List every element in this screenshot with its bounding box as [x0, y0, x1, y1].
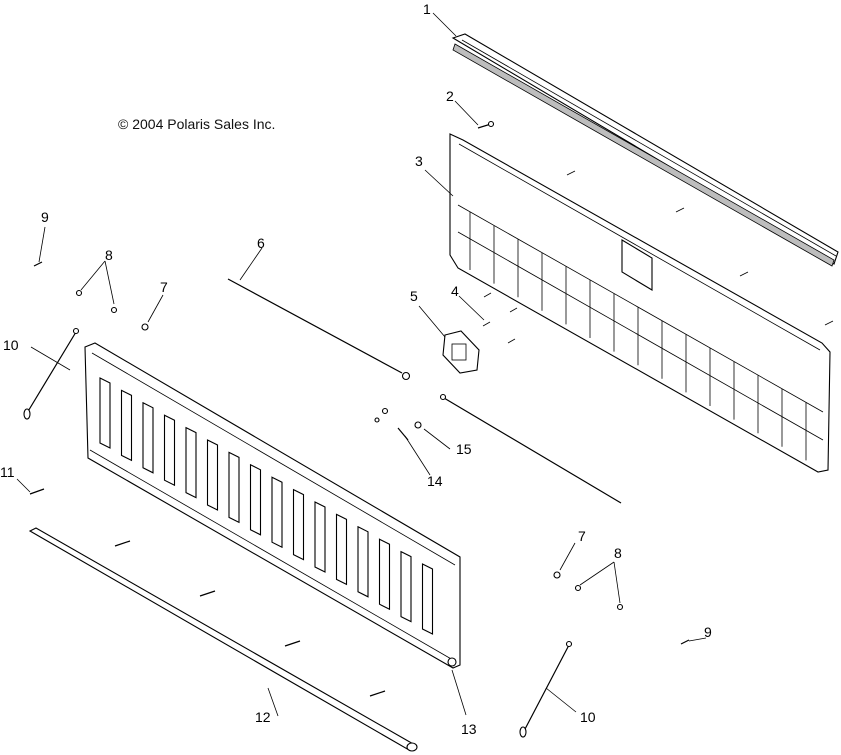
callout-15: 15: [456, 441, 472, 457]
tailgate-slot: [120, 389, 133, 462]
part-tailgate-panel: [84, 342, 461, 669]
tailgate-slot: [142, 401, 154, 474]
callout-12: 12: [255, 709, 271, 725]
tailgate-slot: [421, 563, 434, 635]
tailgate-slot: [185, 426, 197, 499]
callout-10a: 10: [3, 337, 19, 353]
tailgate-slot: [292, 488, 305, 561]
callout-9a: 9: [41, 209, 49, 225]
leader-lines: [16, 12, 707, 717]
callout-7b: 7: [578, 528, 586, 544]
callout-14: 14: [427, 473, 443, 489]
part-6-rod: [227, 278, 411, 381]
part-5-latch: [442, 330, 480, 374]
callout-5: 5: [410, 288, 418, 304]
part-13-hinge: [447, 657, 457, 667]
callout-13: 13: [461, 721, 477, 737]
part-2-bolt: [477, 120, 495, 129]
callout-7a: 7: [160, 279, 168, 295]
tailgate-slot: [249, 463, 262, 536]
callout-6: 6: [257, 235, 265, 251]
tailgate-slot: [163, 414, 176, 487]
part-15-washer: [414, 421, 422, 429]
tailgate-slot: [357, 525, 369, 598]
tailgate-slot: [206, 439, 219, 511]
part-12-lower-rod: [28, 527, 418, 752]
part-14-spring: [374, 407, 409, 441]
part-lower-bolts: [114, 540, 386, 697]
callout-3: 3: [415, 153, 423, 169]
part-11-bolt: [29, 488, 45, 495]
tailgate-slot: [228, 451, 240, 524]
tailgate-slot: [335, 513, 348, 586]
callout-8a: 8: [105, 247, 113, 263]
part-8-washer: [75, 289, 624, 611]
tailgate-slot: [314, 501, 326, 573]
part-7-nut: [141, 323, 561, 579]
callout-9b: 9: [704, 624, 712, 640]
callout-10b: 10: [580, 709, 596, 725]
part-3-inner-panel: [449, 133, 831, 473]
callout-2: 2: [446, 88, 454, 104]
tailgate-slot: [271, 476, 283, 549]
tailgate-slot: [378, 538, 391, 611]
part-rod-right: [439, 393, 622, 504]
callout-4: 4: [451, 283, 459, 299]
part-1-top-cap: [451, 33, 839, 267]
callout-8b: 8: [614, 545, 622, 561]
part-4-screws: [482, 170, 834, 344]
callout-labels: 1 2 3 4 5 6 7 8 9 10 11 14 15 7 8 9 12 1…: [0, 1, 712, 737]
callout-1: 1: [423, 1, 431, 17]
copyright-text: © 2004 Polaris Sales Inc.: [118, 116, 276, 132]
tailgate-slot: [99, 377, 111, 449]
part-9-bolt: [33, 261, 690, 645]
callout-11: 11: [0, 464, 15, 480]
tailgate-slot: [400, 550, 412, 623]
